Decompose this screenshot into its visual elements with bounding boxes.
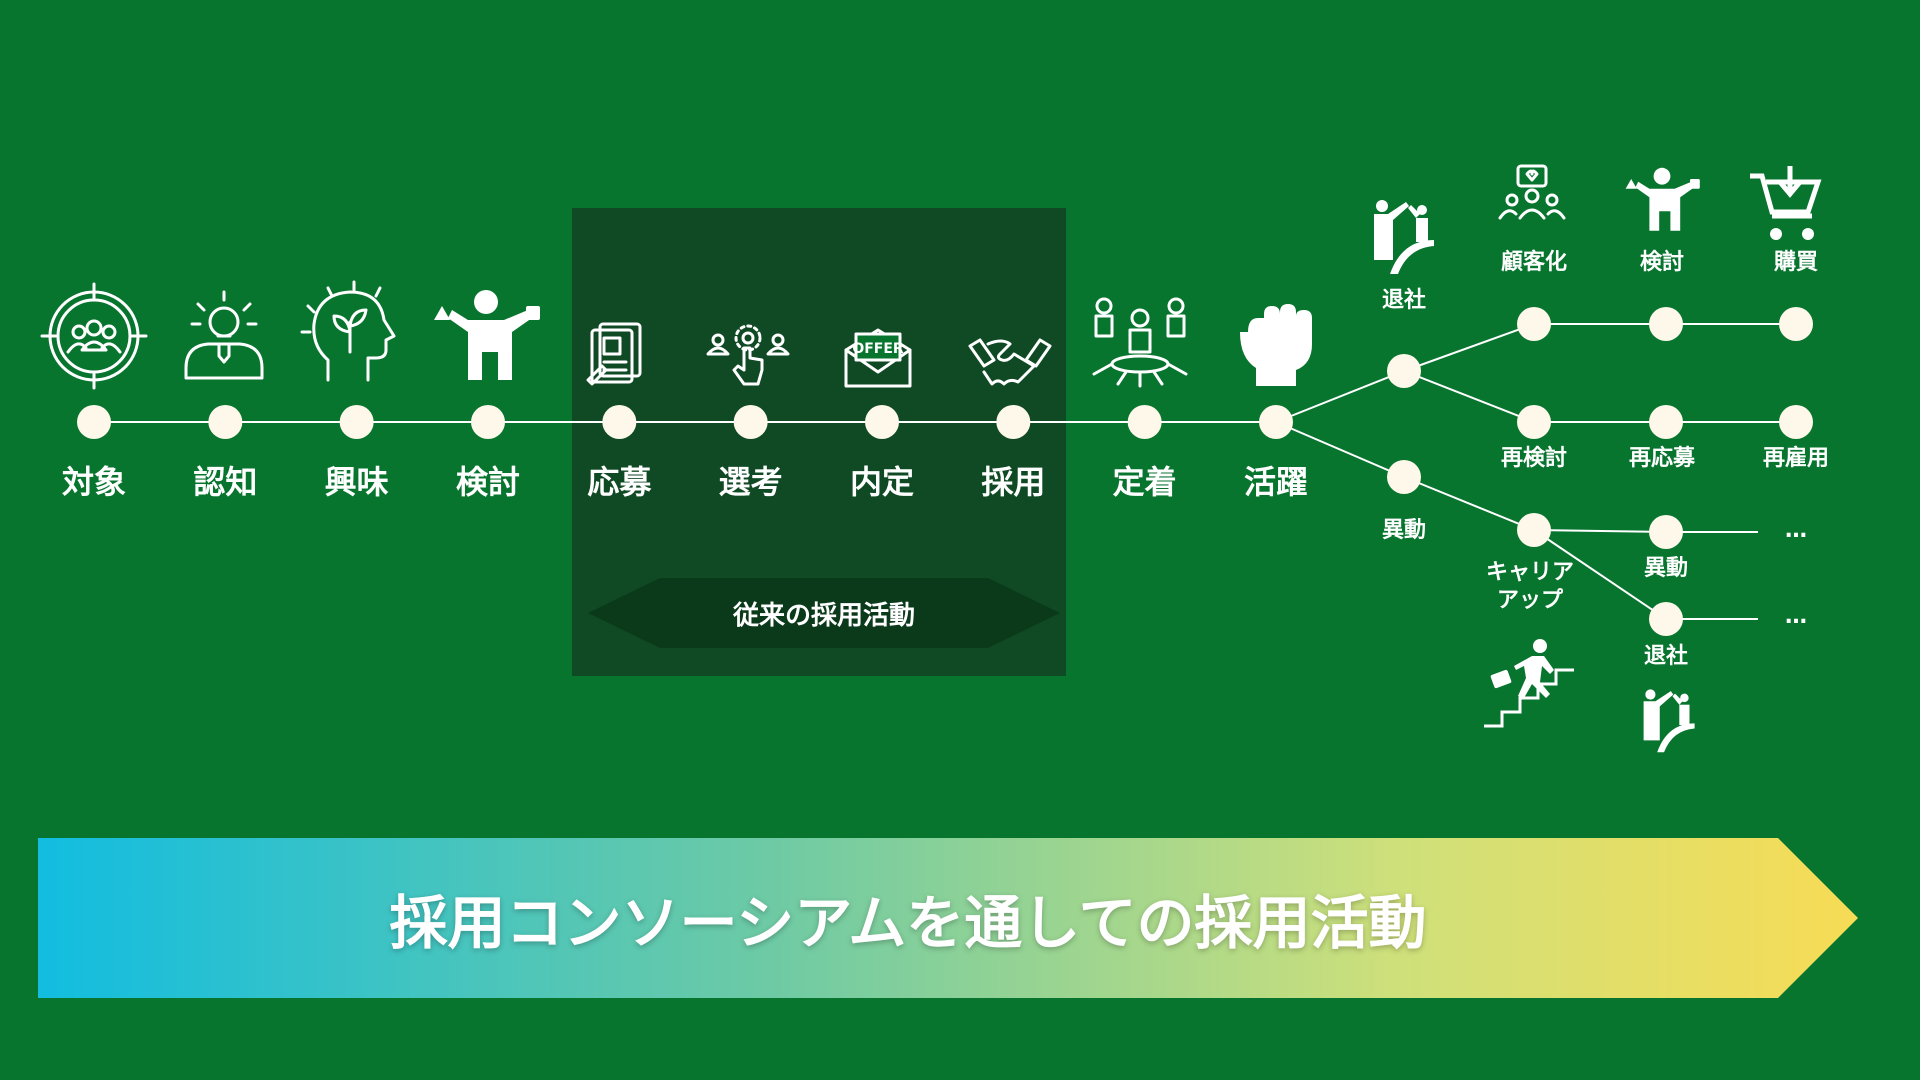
node-career-up (1517, 513, 1551, 547)
label-transfer: 異動 (1381, 518, 1427, 543)
consortium-banner-arrow (38, 838, 1858, 998)
label-up: アップ (1496, 588, 1564, 613)
label-career: キャリア (1485, 560, 1575, 585)
resume-document-icon (586, 322, 642, 386)
branch-nodes (1387, 307, 1813, 636)
node-transfer-2 (1649, 515, 1683, 549)
node-consider-2 (1649, 307, 1683, 341)
stage-label: 認知 (193, 463, 258, 501)
label-transfer-2: 異動 (1643, 556, 1689, 581)
farewell-icon-2 (1643, 689, 1695, 753)
timeline-node (996, 405, 1031, 439)
label-retire: 退社 (1381, 288, 1427, 313)
farewell-icon (1374, 200, 1434, 274)
shopping-cart-icon (1750, 166, 1822, 240)
label-rehire: 再雇用 (1762, 446, 1830, 471)
career-up-icon (1484, 639, 1574, 728)
stage-label: 採用 (981, 463, 1046, 501)
label-customerize: 顧客化 (1500, 250, 1568, 275)
consortium-banner-text: 採用コンソーシアムを通しての採用活動 (389, 889, 1427, 957)
target-people-icon (40, 282, 148, 390)
stage-label: 定着 (1112, 463, 1177, 501)
lightbulb-person-icon (184, 290, 264, 380)
team-network-icon (1092, 297, 1188, 388)
node-rehire (1779, 405, 1813, 439)
timeline-node (1259, 405, 1293, 439)
traditional-range-arrow (588, 578, 1060, 648)
label-transfer-ellipsis: … (1785, 518, 1807, 543)
stage-label: 対象 (61, 463, 127, 501)
node-transfer (1387, 460, 1421, 494)
label-reapply: 再応募 (1628, 446, 1696, 471)
timeline-node (471, 405, 505, 439)
label-retire-ellipsis: … (1785, 604, 1807, 629)
label-purchase: 購買 (1773, 250, 1819, 275)
timeline-node (208, 405, 243, 439)
plant-head-icon (300, 280, 396, 382)
label-retire-2: 退社 (1643, 644, 1689, 669)
stage-label: 検討 (455, 463, 521, 501)
timeline-node (865, 405, 899, 439)
customer-chat-icon (1498, 164, 1566, 220)
selection-pointer-icon (706, 324, 790, 386)
timeline-node (602, 405, 637, 439)
stage-label: 内定 (849, 463, 915, 501)
timeline-node (1127, 405, 1162, 439)
person-deciding-icon (434, 290, 540, 380)
node-purchase (1779, 307, 1813, 341)
node-reapply (1649, 405, 1683, 439)
stage-label: 選考 (718, 463, 783, 501)
handshake-icon (968, 338, 1052, 386)
label-consider-2: 検討 (1639, 250, 1685, 275)
timeline-nodes (77, 405, 1293, 439)
traditional-range-label: 従来の採用活動 (732, 600, 915, 631)
offer-envelope-icon: OFFER (844, 328, 912, 388)
person-deciding-small-icon (1625, 167, 1700, 231)
timeline-node (339, 405, 374, 439)
node-customerize (1517, 307, 1551, 341)
timeline-node (733, 405, 768, 439)
stage-label: 活躍 (1243, 463, 1309, 501)
svg-text:OFFER: OFFER (852, 341, 904, 357)
stage-label: 興味 (324, 463, 389, 501)
label-reconsider: 再検討 (1500, 446, 1568, 471)
node-reconsider (1517, 405, 1551, 439)
node-retire-2 (1649, 602, 1683, 636)
node-retire (1387, 354, 1421, 388)
stage-label: 応募 (587, 463, 652, 501)
raised-fist-icon (1240, 304, 1312, 386)
timeline-node (77, 405, 111, 439)
